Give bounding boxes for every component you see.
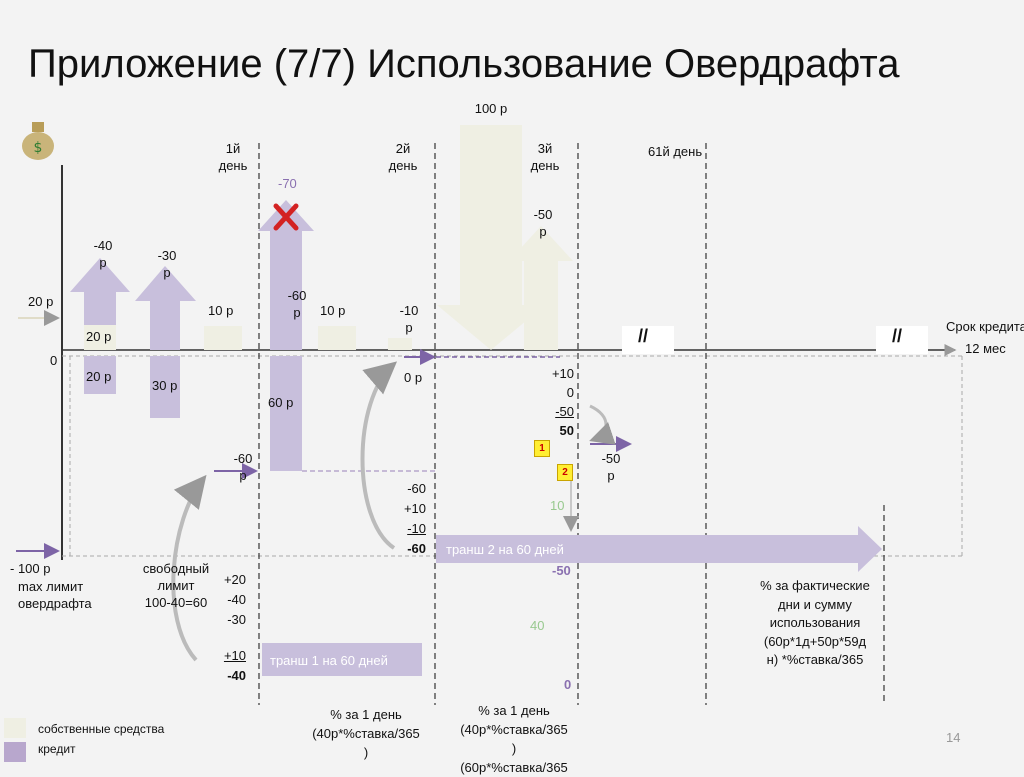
term-value: 12 мес [965,341,1006,356]
money-bag-icon: $ [22,122,54,160]
own-funds-label: 20 р [86,329,112,344]
break-box-1 [622,326,674,354]
break-mark-2: // [892,326,903,346]
legend-own-funds-label: собственные средства [38,722,165,736]
day3-calc: +10 0 -50 50 [551,366,574,438]
day2-calc: -60 +10 -10 -60 [403,481,426,556]
day3-faded-minus50: -50 [552,563,571,578]
legend-credit-swatch [4,742,26,762]
free-limit-calc: +20 -40 -30 +10 -40 [223,572,246,683]
legend-credit-label: кредит [38,742,76,756]
page-number: 14 [946,730,961,745]
interest-day1-note: % за 1 день (40р*%ставка/365 ) [312,707,420,760]
credit-bar-30 [150,356,180,418]
marker-2: 2 [557,464,573,481]
limit-value: - 100 р [10,561,51,576]
legend-own-funds-swatch [4,718,26,738]
day3-withdraw-arrow [509,226,573,350]
day2-inflow-label: 10 р [320,303,346,318]
day1-credit-bar [270,356,302,471]
interest-actual-note: % за фактические дни и сумму использован… [760,578,870,667]
day1-credit-bar-label: 60 р [268,395,294,410]
tranche2-arrow [436,526,882,572]
curve-arrow-left [171,474,207,662]
inflow-day1 [318,326,356,350]
start-balance-label: 20 р [28,294,54,309]
break-box-2 [876,326,928,354]
day3-faded-40: 40 [530,618,545,633]
withdraw-30-arrow [135,266,196,350]
svg-text:$: $ [34,140,43,156]
tranche2-label: транш 2 на 60 дней [446,542,564,557]
inflow-day0 [204,326,242,350]
day1-inflow-label: 10 р [208,303,234,318]
curve-arrow-day3 [589,404,616,445]
rejected-70-label: -70 [278,176,297,191]
deposit-100-label: 100 р [474,101,508,116]
credit-20-label: 20 р [86,369,112,384]
break-mark-1: // [638,326,649,346]
zero-label: 0 [50,353,58,368]
deposit-100-arrow [437,125,545,350]
interest-day2-note: % за 1 день (40р*%ставка/365 ) (60р*%ста… [460,703,568,775]
day1-credit-arrow [258,200,314,350]
tranche1-label: транш 1 на 60 дней [270,653,388,668]
tranche1-bar [262,643,422,676]
day61-label: 61й день [648,144,703,159]
credit-30-label: 30 р [152,378,178,393]
own-funds-bar [84,325,116,350]
credit-bar-20 [84,356,116,394]
curve-arrow-day2 [360,361,398,550]
day2-balance-label: 0 р [404,370,423,385]
inflow-day2 [388,338,412,350]
slide-title: Приложение (7/7) Использование Овердрафт… [28,42,900,86]
day3-faded-10: 10 [550,498,565,513]
marker-1: 1 [534,440,550,457]
rejected-x-icon [273,203,299,231]
day3-faded-0: 0 [564,677,572,692]
free-limit-label: свободный лимит 100-40=60 [142,561,210,610]
term-label: Срок кредита [946,319,1024,334]
